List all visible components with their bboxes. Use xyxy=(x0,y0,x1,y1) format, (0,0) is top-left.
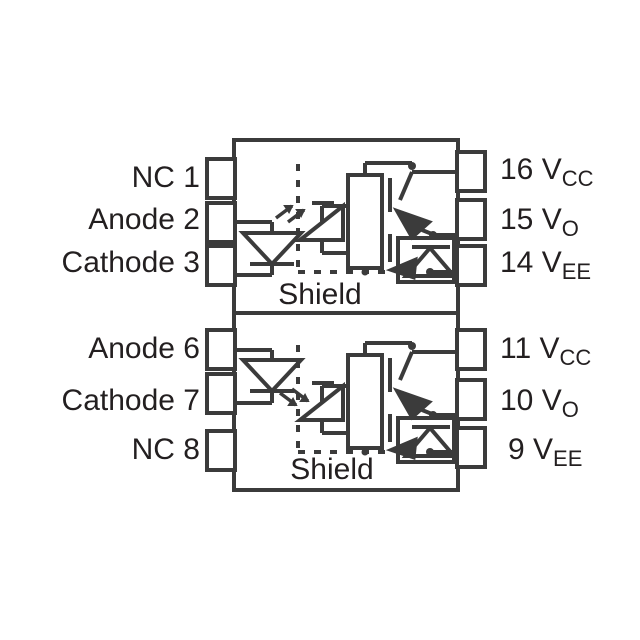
shield-dashed-line-top xyxy=(296,164,385,274)
led-input-top xyxy=(235,204,306,277)
shield-label-top: Shield xyxy=(278,278,362,311)
pin-tab-8 xyxy=(205,429,237,472)
pin-label-6: Anode 6 xyxy=(88,332,200,365)
pin-label-16: 16 VCC xyxy=(500,153,594,190)
pin-label-11-text: 11 V xyxy=(500,332,560,365)
led-triangle xyxy=(238,358,306,394)
pin-label-1: NC 1 xyxy=(131,161,200,194)
pin-label-10-text: 10 V xyxy=(500,384,562,417)
pin-label-16-text: 16 V xyxy=(500,153,562,186)
hs-emitter-arrow xyxy=(392,207,433,241)
led-triangle xyxy=(238,231,306,267)
photodiode-bottom xyxy=(294,381,352,435)
led-emission-arrows xyxy=(274,204,306,224)
amplifier-block-bottom xyxy=(346,353,384,450)
pin-label-14-text: 14 V xyxy=(500,246,562,279)
pin-tab-6 xyxy=(205,328,237,371)
pin-tab-15 xyxy=(455,198,487,241)
led-input-bottom xyxy=(235,348,310,407)
output-transistor-high-top xyxy=(392,162,457,241)
pin-tab-16 xyxy=(455,150,487,193)
shield-dashed-line-bottom xyxy=(296,345,385,454)
ls-body-frame xyxy=(396,416,456,464)
hs-collector xyxy=(398,351,414,381)
amp-gnd-node xyxy=(361,268,369,276)
pin-label-14: 14 VEE xyxy=(500,246,591,283)
output-transistor-low-top xyxy=(385,236,459,284)
output-transistor-low-bottom xyxy=(385,416,459,464)
pin-tab-14 xyxy=(455,244,487,287)
pin-label-16-subscript: CC xyxy=(561,166,594,191)
pin-tab-2 xyxy=(205,201,237,244)
hs-vcc-node xyxy=(408,342,416,350)
pin-label-7: Cathode 7 xyxy=(61,384,200,417)
pin-label-9-subscript: EE xyxy=(553,446,583,471)
output-transistor-high-bottom xyxy=(392,342,457,421)
hs-emitter-arrow xyxy=(392,387,433,421)
pin-label-3: Cathode 3 xyxy=(61,246,200,279)
ls-emitter-arrow xyxy=(385,436,418,461)
channel-top xyxy=(235,161,459,284)
left-pin-tabs xyxy=(205,157,237,472)
amp-gnd-node xyxy=(361,448,369,456)
amplifier-block-top xyxy=(346,173,384,270)
pin-label-15-text: 15 V xyxy=(500,203,562,236)
pin-label-9-text: 9 V xyxy=(508,433,554,466)
pin-label-10: 10 VO xyxy=(500,384,579,421)
pin-label-8: NC 8 xyxy=(131,433,200,466)
right-pin-tabs xyxy=(455,150,487,469)
pin-tab-9 xyxy=(455,426,487,469)
ls-body-frame xyxy=(396,236,456,284)
ls-emitter-arrow xyxy=(385,256,418,281)
pin-tab-11 xyxy=(455,328,487,371)
pin-label-2: Anode 2 xyxy=(88,203,200,236)
pin-label-14-subscript: EE xyxy=(561,259,592,284)
pin-label-9: 9 VEE xyxy=(508,433,582,470)
pin-label-15-subscript: O xyxy=(561,216,579,241)
pin-label-11: 11 VCC xyxy=(500,332,591,369)
pin-label-11-subscript: CC xyxy=(559,345,592,370)
hs-collector xyxy=(398,171,414,201)
pin-tab-7 xyxy=(205,372,237,415)
shield-label-bottom: Shield xyxy=(290,453,374,486)
pin-tab-10 xyxy=(455,378,487,421)
pin-label-10-subscript: O xyxy=(561,397,579,422)
pin-tab-3 xyxy=(205,244,237,287)
pin-label-15: 15 VO xyxy=(500,203,579,240)
channel-bottom xyxy=(235,341,459,464)
pin-tab-1 xyxy=(205,157,237,200)
hs-vcc-node xyxy=(408,162,416,170)
